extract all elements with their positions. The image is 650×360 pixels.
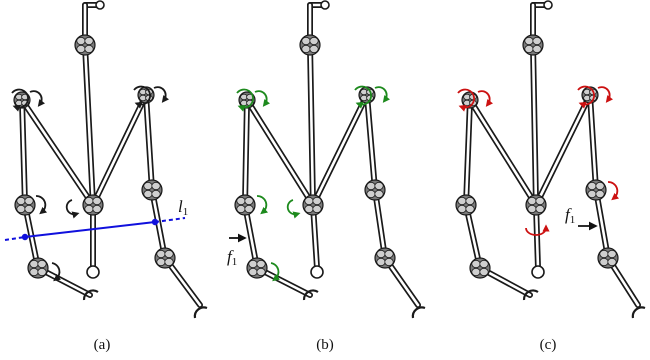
rotation-arrow (153, 86, 170, 103)
panel-caption-c: (c) (540, 337, 557, 353)
rotation-arrow (577, 85, 595, 109)
joint-left-wrist (27, 257, 49, 279)
rotation-arrow (286, 199, 301, 219)
panel-b-rotation-arrows (236, 85, 391, 282)
rotation-arrow (374, 86, 391, 103)
head-tip (543, 0, 553, 10)
rotation-arrow (65, 199, 80, 219)
center-foot (86, 265, 100, 279)
center-foot (531, 265, 545, 279)
joint-right-elbow (585, 179, 607, 201)
rotation-arrow (256, 195, 269, 215)
joint-left-elbow (455, 194, 477, 216)
rotation-arrow (11, 88, 29, 112)
joint-right-shoulder (137, 86, 155, 104)
line-l1-point-left (21, 233, 29, 241)
line-l1-point-right (151, 218, 159, 226)
joint-right-shoulder (358, 86, 376, 104)
rotation-arrow (133, 85, 151, 109)
rotation-arrow (270, 262, 281, 282)
joint-neck (522, 34, 544, 56)
joint-hip (302, 194, 324, 216)
rotation-arrow (29, 90, 46, 107)
panel-a: l1 (a) (4, 0, 208, 353)
right-foot (411, 306, 426, 319)
rotation-arrow (597, 86, 614, 103)
joint-right-wrist (154, 247, 176, 269)
right-foot (193, 306, 208, 319)
rotation-arrow (236, 88, 254, 112)
rotation-arrow (51, 262, 62, 282)
left-foot (522, 289, 539, 301)
panel-caption-b: (b) (316, 337, 334, 353)
joint-left-elbow (234, 194, 256, 216)
center-foot (310, 265, 324, 279)
joint-left-elbow (14, 194, 36, 216)
head-tip (95, 0, 105, 10)
panel-a-links (19, 2, 203, 308)
rotation-arrow (477, 90, 494, 107)
joint-right-wrist (597, 247, 619, 269)
panel-c: f1 (c) (455, 0, 646, 353)
line-l1 (4, 217, 186, 241)
joint-right-wrist (374, 247, 396, 269)
joint-left-wrist (246, 257, 268, 279)
rotation-arrow (457, 88, 475, 112)
panel-c-rotation-arrows (457, 85, 620, 236)
joint-left-wrist (469, 257, 491, 279)
force-label: f1 (227, 247, 237, 268)
panel-b: f1 (b) (227, 0, 426, 353)
joint-neck (74, 34, 96, 56)
joint-right-shoulder (581, 86, 599, 104)
joint-right-elbow (364, 179, 386, 201)
panel-a-rotation-arrows (11, 85, 170, 282)
left-foot (302, 289, 319, 301)
rotation-arrow (607, 181, 620, 201)
right-foot (631, 306, 646, 319)
rotation-arrow (354, 85, 372, 109)
joint-right-elbow (141, 179, 163, 201)
joint-neck (299, 34, 321, 56)
joint-hip (82, 194, 104, 216)
head-tip (320, 0, 330, 10)
left-foot (82, 289, 99, 301)
rotation-arrow (254, 90, 271, 107)
panel-caption-a: (a) (94, 337, 111, 353)
line-label: l1 (178, 197, 188, 218)
rotation-arrow (35, 195, 48, 215)
force-label: f1 (565, 205, 575, 226)
rotation-arrow (525, 224, 550, 236)
joint-hip (525, 194, 547, 216)
